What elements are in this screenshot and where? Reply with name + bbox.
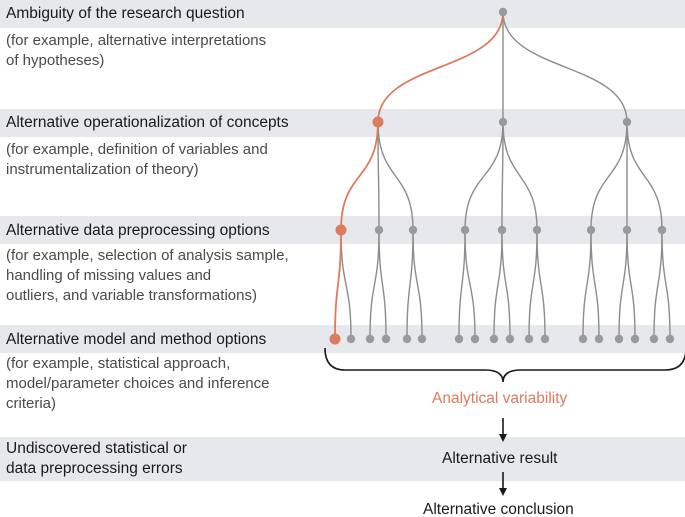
analytical-variability-label: Analytical variability xyxy=(432,390,568,407)
stage-label-operationalization: Alternative operationalization of concep… xyxy=(6,114,289,131)
stage-example-preprocessing: (for example, selection of analysis samp… xyxy=(6,247,289,304)
tree-branch xyxy=(340,229,352,340)
tree-branch xyxy=(377,121,414,231)
tree-node xyxy=(578,334,588,344)
tree-node xyxy=(460,225,470,235)
tree-node xyxy=(657,225,667,235)
highlighted-node xyxy=(329,333,341,345)
tree-branch xyxy=(536,229,546,340)
tree-node xyxy=(374,225,384,235)
tree-node xyxy=(614,334,624,344)
tree-node xyxy=(532,225,542,235)
tree-branches xyxy=(334,11,671,340)
tree-node xyxy=(489,334,499,344)
tree-node xyxy=(498,7,508,17)
tree-branch xyxy=(661,229,671,340)
highlighted-path xyxy=(334,11,504,340)
stage-band-operationalization xyxy=(0,109,685,137)
tree-branch xyxy=(653,229,663,340)
tree-branch xyxy=(590,229,600,340)
stage-label-model-method: Alternative model and method options xyxy=(6,331,267,348)
tree-branch xyxy=(618,229,628,340)
tree-node xyxy=(497,225,507,235)
tree-node xyxy=(417,334,427,344)
tree-branch xyxy=(378,229,387,340)
stage-band-errors xyxy=(0,437,685,481)
tree-node xyxy=(622,117,632,127)
tree-branch xyxy=(626,121,663,231)
tree-branch xyxy=(502,121,538,231)
tree-branch xyxy=(464,121,504,231)
tree-branch xyxy=(493,229,503,340)
tree-branch xyxy=(377,121,380,231)
tree-node xyxy=(381,334,391,344)
tree-branch xyxy=(626,229,636,340)
tree-branch xyxy=(458,229,466,340)
highlighted-branch xyxy=(334,229,342,340)
highlighted-branch xyxy=(377,11,504,123)
tree-branch xyxy=(528,229,538,340)
tree-node xyxy=(470,334,480,344)
tree-node xyxy=(649,334,659,344)
tree-branch xyxy=(464,229,476,340)
stage-label-preprocessing: Alternative data preprocessing options xyxy=(6,222,270,239)
alternative-result-label: Alternative result xyxy=(442,450,558,467)
tree-branch xyxy=(502,11,628,123)
highlighted-node xyxy=(335,224,347,236)
tree-branch xyxy=(501,229,511,340)
tree-branch xyxy=(590,121,628,231)
tree-node xyxy=(454,334,464,344)
tree-node xyxy=(622,225,632,235)
stage-band-model-method xyxy=(0,325,685,353)
stage-label-errors: Undiscovered statistical or data preproc… xyxy=(6,440,187,477)
tree-node xyxy=(524,334,534,344)
stage-band-research-question xyxy=(0,0,685,28)
tree-node xyxy=(594,334,604,344)
tree-node xyxy=(586,225,596,235)
tree-branch xyxy=(406,229,414,340)
tree-node xyxy=(498,117,508,127)
tree-node xyxy=(505,334,515,344)
highlighted-branch xyxy=(340,121,379,231)
stage-label-research-question: Ambiguity of the research question xyxy=(6,5,245,22)
highlighted-node xyxy=(372,116,384,128)
tree-node xyxy=(346,334,356,344)
tree-node xyxy=(408,225,418,235)
outcome-brace xyxy=(324,347,685,383)
alternative-conclusion-label: Alternative conclusion xyxy=(423,501,574,517)
stage-example-model-method: (for example, statistical approach, mode… xyxy=(6,355,270,412)
tree-node xyxy=(630,334,640,344)
tree-nodes xyxy=(329,7,675,345)
stage-example-research-question: (for example, alternative interpretation… xyxy=(6,32,267,69)
tree-node xyxy=(665,334,675,344)
tree-branch xyxy=(501,121,504,231)
tree-branch xyxy=(582,229,592,340)
tree-branch xyxy=(369,229,380,340)
stage-example-operationalization: (for example, definition of variables an… xyxy=(6,141,268,178)
tree-branch xyxy=(412,229,423,340)
tree-node xyxy=(540,334,550,344)
tree-node xyxy=(402,334,412,344)
tree-node xyxy=(365,334,375,344)
